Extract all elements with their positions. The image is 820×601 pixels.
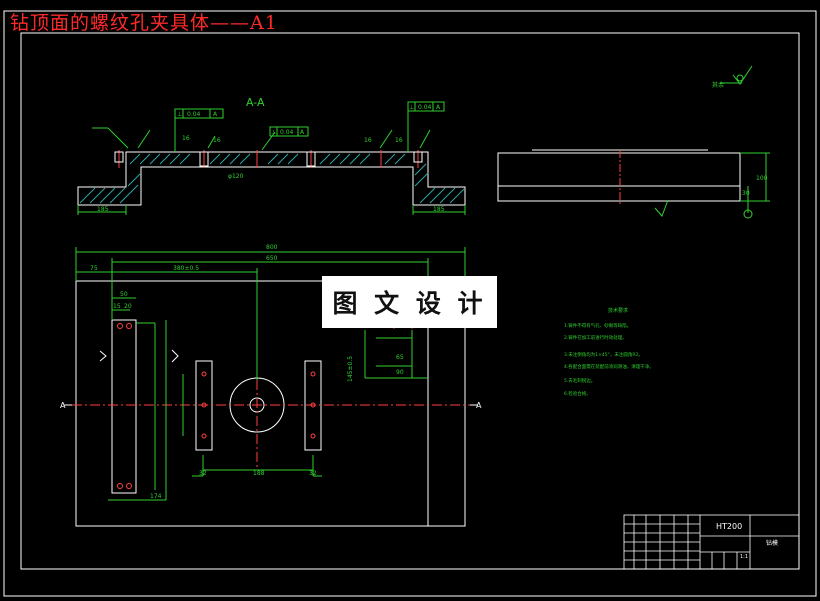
dim-32-right: 32 xyxy=(309,470,317,477)
side-view xyxy=(497,65,770,219)
dim-phi: φ120 xyxy=(228,173,244,180)
gdt-left-sym: ⊥ xyxy=(177,111,182,118)
gdt-left-val: 0.04 xyxy=(187,111,201,118)
roughness-note: 其余 xyxy=(712,81,724,89)
dim-100: 100 xyxy=(756,175,768,182)
dim-32-left: 32 xyxy=(199,470,207,477)
dim-16-c: 16 xyxy=(364,137,372,144)
note-5: 5.去毛刺锐边。 xyxy=(564,377,595,384)
dim-16-a: 16 xyxy=(182,135,190,142)
note-3: 3.未注倒角均为1×45°，未注圆角R2。 xyxy=(564,351,643,358)
notes-heading: 技术要求 xyxy=(608,307,628,314)
section-holes xyxy=(118,150,419,168)
note-1: 1.铸件不得有气孔、砂眼等缺陷。 xyxy=(564,322,631,329)
gdt-mid-ref: A xyxy=(300,129,305,136)
gdt-right-ref: A xyxy=(436,104,441,111)
material: HT200 xyxy=(716,522,742,531)
gdt-mid xyxy=(269,126,309,137)
dim-145: 145±0.5 xyxy=(347,356,354,382)
gdt-left xyxy=(174,108,224,119)
note-4: 4.各配合面需在装配前涂润滑油，清理干净。 xyxy=(564,363,654,370)
dim-800: 800 xyxy=(266,244,278,251)
plan-dims xyxy=(75,247,466,501)
dim-65: 65 xyxy=(396,354,404,361)
plan-dim-text: 800 650 75 380±0.5 50 15 20 174 188 32 3… xyxy=(90,244,404,500)
note-6: 6.检验合格。 xyxy=(564,390,591,397)
dim-650: 650 xyxy=(266,255,278,262)
inner-frame xyxy=(20,32,800,570)
dim-30: 30 xyxy=(742,190,750,197)
dim-188: 188 xyxy=(253,470,265,477)
section-mark-left: A xyxy=(60,401,66,410)
tech-notes: 技术要求 1.铸件不得有气孔、砂眼等缺陷。 2.铸件在加工前进行时效处理。 3.… xyxy=(564,307,654,397)
section-text: 185 185 16 16 16 16 φ120 xyxy=(97,135,445,213)
dim-185-left: 185 xyxy=(97,206,109,213)
dim-16-b: 16 xyxy=(213,137,221,144)
plan-holes xyxy=(117,323,415,489)
drawing-title: 钻顶面的螺纹孔夹具体——A1 xyxy=(10,12,278,34)
watermark: 图 文 设 计 xyxy=(322,276,497,328)
dim-75: 75 xyxy=(90,265,98,272)
section-mark-right: A xyxy=(476,401,482,410)
gdt-mid-sym: ⊥ xyxy=(271,129,276,136)
dim-20: 20 xyxy=(124,303,132,310)
dim-15: 15 xyxy=(113,303,121,310)
part-name: 钻模 xyxy=(766,539,778,547)
note-2: 2.铸件在加工前进行时效处理。 xyxy=(564,334,627,341)
gdt-left-ref: A xyxy=(213,111,218,118)
dim-380: 380±0.5 xyxy=(173,265,199,272)
gdt-right-sym: ⊥ xyxy=(409,104,414,111)
dim-16-d: 16 xyxy=(395,137,403,144)
hatching xyxy=(79,153,465,204)
plan-outline xyxy=(75,280,466,527)
dim-50: 50 xyxy=(120,291,128,298)
dim-90: 90 xyxy=(396,369,404,376)
gdt-right xyxy=(407,101,445,112)
scale: 1:1 xyxy=(740,554,748,560)
outer-frame xyxy=(3,10,817,597)
gdt-right-val: 0.04 xyxy=(418,104,432,111)
section-view xyxy=(77,108,466,215)
clamp-bar-left xyxy=(111,319,137,494)
title-block xyxy=(623,514,800,570)
side-body xyxy=(497,152,741,202)
gdt-mid-val: 0.04 xyxy=(280,129,294,136)
section-label: A-A xyxy=(246,96,265,109)
dim-174: 174 xyxy=(150,493,162,500)
dim-185-right: 185 xyxy=(433,206,445,213)
